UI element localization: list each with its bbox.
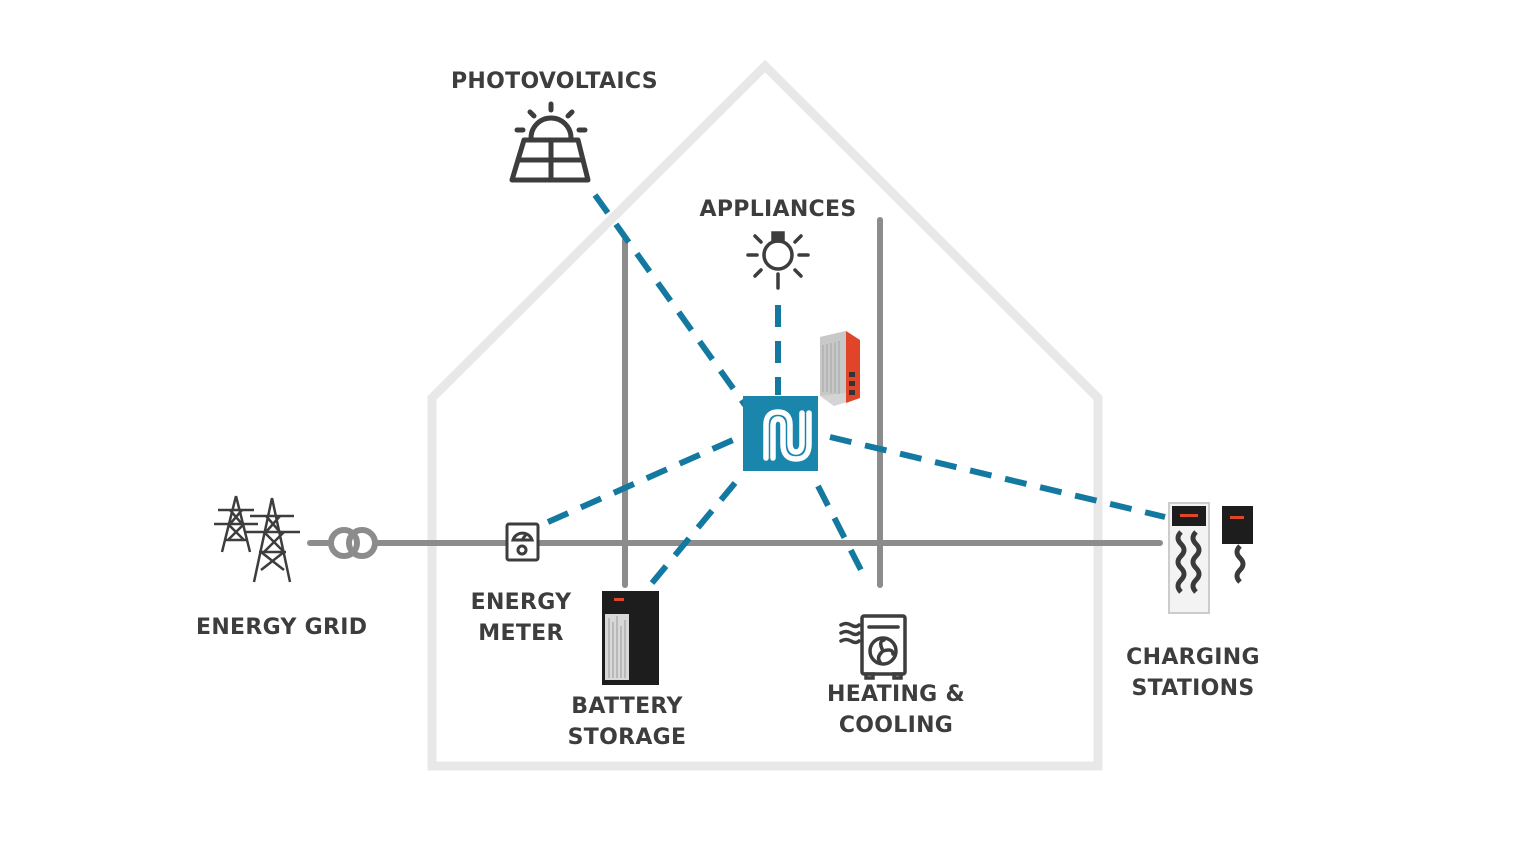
link-battery xyxy=(649,475,743,585)
ev-charger-icon xyxy=(1168,502,1253,614)
energy-hub-logo-icon xyxy=(743,396,818,471)
data-links xyxy=(546,193,1166,585)
energy-meter-icon xyxy=(505,522,540,562)
appliances-label: APPLIANCES xyxy=(699,197,857,222)
light-bulb-icon xyxy=(746,231,810,290)
transformer-icon xyxy=(328,527,378,559)
hvac-unit-icon xyxy=(839,614,907,680)
energy-grid-label: ENERGY GRID xyxy=(196,615,368,640)
solar-panel-icon xyxy=(509,101,591,183)
house-outline xyxy=(427,59,1103,771)
heating-cooling-label: HEATING &COOLING xyxy=(827,682,965,738)
power-lines xyxy=(307,217,1163,588)
battery-cabinet-icon xyxy=(602,591,659,685)
link-photovoltaics xyxy=(592,193,748,407)
link-heating xyxy=(815,484,865,574)
gateway-device-icon xyxy=(820,331,860,406)
photovoltaics-label: PHOTOVOLTAICS xyxy=(451,69,658,94)
link-charging xyxy=(829,434,1166,520)
power-pylon-icon xyxy=(214,495,300,583)
link-energy-meter xyxy=(546,433,744,525)
